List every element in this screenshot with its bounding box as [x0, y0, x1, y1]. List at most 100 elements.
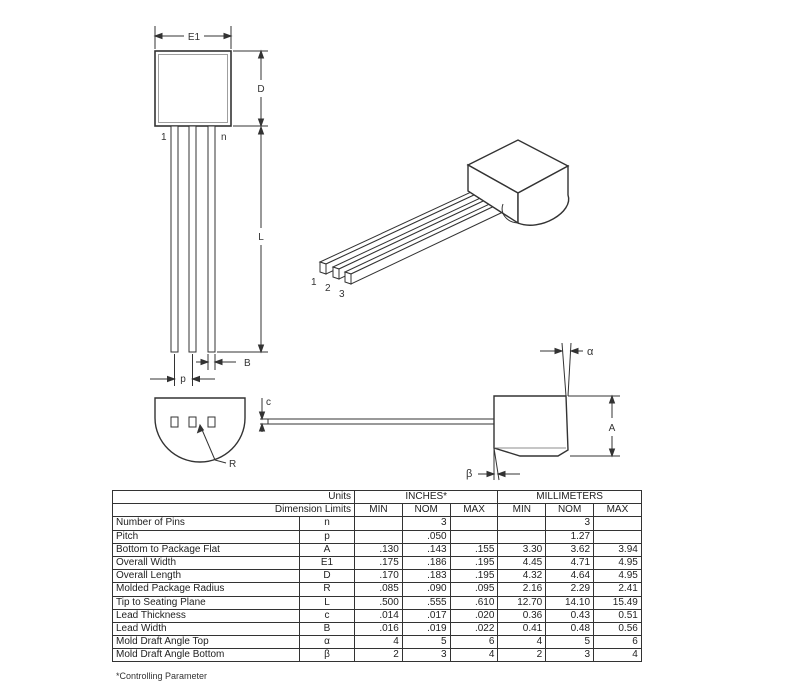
cell-mm-max: 0.56	[593, 621, 642, 637]
dimension-e1	[153, 26, 233, 49]
row-symbol: L	[298, 595, 356, 610]
row-name: Bottom to Package Flat	[112, 542, 300, 557]
label-beta: β	[466, 468, 472, 480]
label-a: A	[609, 423, 616, 434]
cell-mm-min: 2	[497, 648, 547, 663]
cell-mm-min: 4.32	[497, 569, 547, 584]
cell-in-max: 4	[449, 648, 499, 663]
cell-in-nom: .050	[401, 529, 451, 544]
row-symbol: p	[298, 529, 356, 544]
header-dimension-limits: Dimension Limits	[111, 503, 356, 518]
dimension-p	[150, 354, 215, 386]
cell-in-max: .195	[449, 555, 499, 571]
header-in-min: MIN	[354, 503, 403, 518]
row-symbol: α	[298, 635, 356, 650]
dimension-d	[233, 49, 268, 128]
row-symbol: D	[298, 569, 356, 584]
cell-in-max: .022	[449, 621, 499, 637]
dimension-table: Units INCHES* MILLIMETERS Dimension Limi…	[111, 489, 642, 663]
cell-in-max: .095	[449, 582, 499, 597]
side-view	[258, 342, 620, 481]
cell-in-nom: .555	[401, 595, 451, 610]
cell-mm-max: 2.41	[593, 582, 642, 597]
cell-in-nom: .186	[401, 555, 451, 571]
dimension-b	[196, 354, 236, 370]
cell-mm-min: 3.30	[497, 542, 547, 557]
row-symbol: A	[298, 542, 356, 557]
row-name: Overall Length	[112, 569, 300, 584]
cell-mm-nom: 3	[545, 648, 595, 663]
cell-mm-min: 0.36	[497, 608, 547, 623]
cell-in-max	[449, 516, 499, 531]
cell-mm-min: 12.70	[497, 595, 547, 610]
cell-in-min	[354, 529, 403, 544]
cell-in-nom: .017	[401, 608, 451, 623]
cell-mm-nom: 1.27	[545, 529, 595, 544]
header-in-max: MAX	[449, 503, 499, 518]
label-r: R	[229, 459, 236, 470]
cell-in-min: .175	[354, 555, 403, 571]
cell-in-max: .155	[449, 542, 499, 557]
cell-mm-min	[497, 516, 547, 531]
row-symbol: B	[298, 621, 356, 637]
cell-in-min: .130	[354, 542, 403, 557]
table-header-limits: Dimension Limits MIN NOM MAX MIN NOM MAX	[111, 503, 642, 518]
cell-in-min	[354, 516, 403, 531]
header-mm-max: MAX	[593, 503, 642, 518]
cell-mm-max: 0.51	[593, 608, 642, 623]
label-pin-first: 1	[161, 132, 167, 143]
cell-mm-min: 2.16	[497, 582, 547, 597]
cell-mm-nom: 0.48	[545, 621, 595, 637]
label-e1: E1	[188, 32, 201, 43]
cell-mm-nom: 4.64	[545, 569, 595, 584]
isometric-view	[318, 139, 570, 285]
cell-mm-nom: 14.10	[545, 595, 595, 610]
row-name: Lead Width	[112, 621, 300, 637]
label-p: p	[180, 374, 186, 385]
row-name: Tip to Seating Plane	[112, 595, 300, 610]
cell-mm-max	[593, 529, 642, 544]
label-b: B	[244, 358, 251, 369]
cell-in-min: 2	[354, 648, 403, 663]
row-name: Pitch	[112, 529, 300, 544]
cell-in-max: 6	[449, 635, 499, 650]
front-view	[154, 50, 232, 353]
header-in-nom: NOM	[401, 503, 451, 518]
cell-in-min: .500	[354, 595, 403, 610]
cell-in-min: .085	[354, 582, 403, 597]
cell-in-min: .014	[354, 608, 403, 623]
cell-mm-max	[593, 516, 642, 531]
cell-in-min: .016	[354, 621, 403, 637]
cell-mm-min: 4.45	[497, 555, 547, 571]
header-units: Units	[111, 489, 356, 505]
header-inches: INCHES*	[354, 489, 499, 505]
row-name: Molded Package Radius	[112, 582, 300, 597]
cell-in-nom: 5	[401, 635, 451, 650]
cell-mm-min: 4	[497, 635, 547, 650]
label-pin-3: 3	[339, 289, 345, 300]
cell-in-nom: .143	[401, 542, 451, 557]
row-symbol: n	[298, 516, 356, 531]
cell-mm-nom: 5	[545, 635, 595, 650]
cell-mm-min	[497, 529, 547, 544]
cell-in-max: .610	[449, 595, 499, 610]
header-millimeters: MILLIMETERS	[497, 489, 642, 505]
row-name: Mold Draft Angle Top	[112, 635, 300, 650]
header-mm-min: MIN	[497, 503, 547, 518]
cell-in-nom: .090	[401, 582, 451, 597]
cell-mm-max: 4.95	[593, 555, 642, 571]
label-pin-2: 2	[325, 283, 331, 294]
label-l: L	[258, 232, 264, 243]
label-pin-1: 1	[311, 277, 317, 288]
cell-mm-max: 3.94	[593, 542, 642, 557]
cell-in-max: .020	[449, 608, 499, 623]
